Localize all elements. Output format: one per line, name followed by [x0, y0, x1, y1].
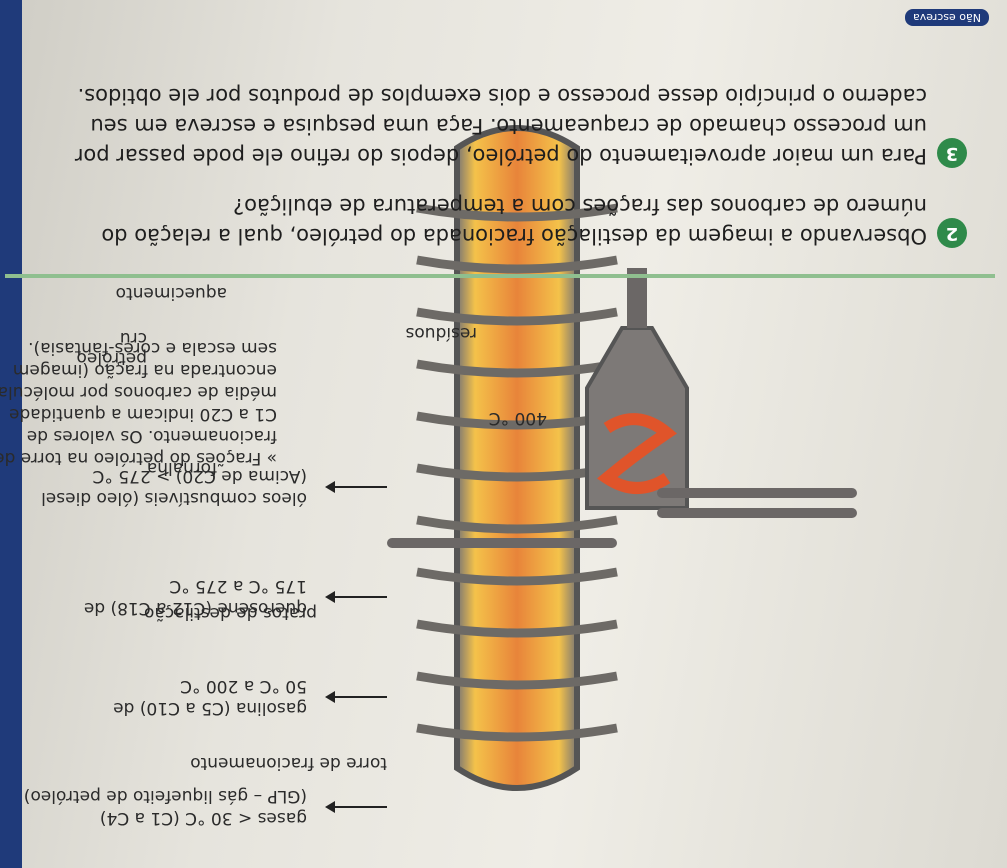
crude-inlet-pipe [657, 508, 857, 518]
product-label: gasolina (C5 a C10) de [113, 698, 307, 718]
question-text-line: Observando a imagem da destilação fracio… [101, 224, 927, 248]
footer-tag: Não escreva [904, 9, 989, 26]
fractionating-tower-diagram [416, 125, 618, 791]
product-label: querosene (C12 a C18) de [83, 598, 307, 618]
question-text-line: Para um maior aproveitamento do petróleo… [74, 144, 927, 168]
furnace-diagram [585, 268, 689, 510]
distillation-plate [416, 567, 618, 586]
crude-inlet-pipe-2 [657, 488, 857, 498]
product-arrow [327, 806, 387, 808]
distillation-plate [416, 515, 618, 534]
question-number-badge: 2 [937, 218, 967, 248]
product-label: óleos combustíveis (óleo diesel [41, 488, 307, 508]
caption-line: C1 a C20 indicam a quantidade [9, 404, 277, 424]
temperature-400: 400 °C [488, 408, 547, 428]
product-arrow [327, 596, 387, 598]
question-box-border [5, 274, 995, 278]
product-label: gases < 30 °C (C1 a C4) [99, 808, 307, 828]
product-arrow [327, 696, 387, 698]
product-label: (Acima de C20) > 275 °C [92, 466, 307, 486]
product-label: 175 °C a 275 °C [169, 576, 307, 596]
question-number-badge: 3 [937, 138, 967, 168]
heating-label: aquecimento [115, 283, 227, 303]
question-text-line: número de carbonos das frações com a tem… [233, 194, 927, 218]
residue-pipe [387, 538, 617, 548]
tower-label: torre de fracionamento [190, 753, 387, 773]
product-label: (GLP – gás liquefeito de petróleo) [23, 786, 307, 806]
caption-line: média de carbonos por molécula [0, 382, 277, 402]
caption-line: fracionamento. Os valores de [26, 426, 277, 446]
caption-line: encontrada na fração (imagem [12, 360, 277, 380]
page-edge-bar [0, 0, 22, 868]
distillation-plate [416, 671, 618, 690]
caption-line: » Frações do petróleo na torre de [0, 448, 277, 468]
distillation-plate [416, 307, 618, 326]
distillation-plate [416, 203, 618, 222]
product-arrow [327, 486, 387, 488]
question-text-line: um processo chamado de craqueamento. Faç… [90, 114, 927, 138]
distillation-plate [416, 619, 618, 638]
residues-label: resíduos [405, 323, 477, 343]
question-text-line: caderno o princípio desse processo e doi… [77, 84, 927, 108]
product-label: 50 °C a 200 °C [180, 676, 307, 696]
distillation-plate [416, 723, 618, 742]
caption-line: sem escala e cores-fantasia). [28, 338, 277, 358]
distillation-plate [416, 255, 618, 274]
distillation-plate [416, 359, 618, 378]
